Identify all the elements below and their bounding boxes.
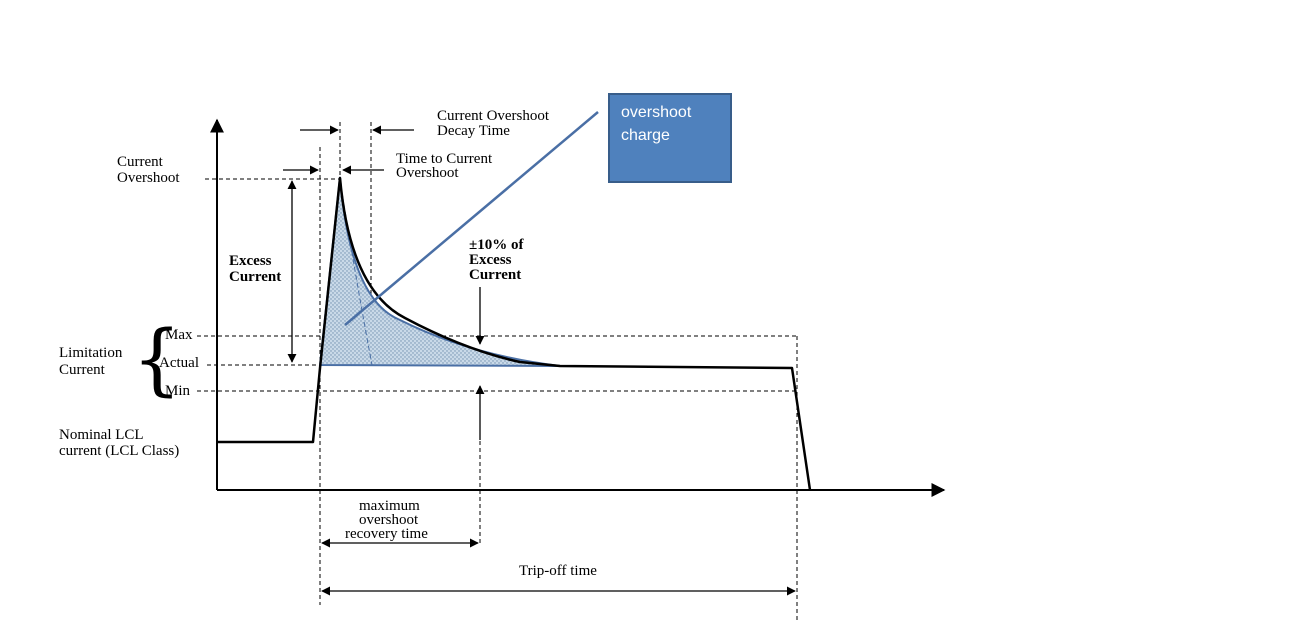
current-overshoot-label-2: Overshoot [117,170,180,186]
actual-label: Actual [159,355,199,371]
callout-line-2: charge [621,127,670,144]
trip-off-label: Trip-off time [519,563,597,579]
decay-guide [339,179,373,366]
min-label: Min [165,383,191,399]
axes [210,118,946,497]
tolerance-label-3: Current [469,267,521,283]
current-curve [217,176,812,491]
annotation-arrows [283,125,796,596]
time-markers [319,122,798,620]
recovery-time-label-1: maximum [359,498,420,514]
overshoot-charge-callout [608,93,732,183]
recovery-time-label-3: recovery time [345,526,428,542]
decay-time-label-1: Current Overshoot [437,108,550,124]
tolerance-label-2: Excess [469,252,512,268]
limitation-current-label-1: Limitation [59,345,123,361]
reference-levels [197,178,797,392]
recovery-time-label-2: overshoot [359,512,419,528]
nominal-label-1: Nominal LCL [59,427,144,443]
time-to-overshoot-label-2: Overshoot [396,165,459,181]
excess-current-label-2: Current [229,269,281,285]
callout-pointer [344,111,599,326]
callout-line-1: overshoot [621,104,692,121]
limitation-current-label-2: Current [59,362,106,378]
nominal-label-2: current (LCL Class) [59,443,179,459]
overshoot-charge-area [318,176,561,367]
excess-current-label-1: Excess [229,253,272,269]
current-overshoot-label-1: Current [117,154,164,170]
tolerance-label-1: ±10% of [469,237,524,253]
time-to-overshoot-label-1: Time to Current [396,151,493,167]
decay-time-label-2: Decay Time [437,123,510,139]
max-label: Max [165,327,193,343]
limitation-brace: { [132,315,182,405]
